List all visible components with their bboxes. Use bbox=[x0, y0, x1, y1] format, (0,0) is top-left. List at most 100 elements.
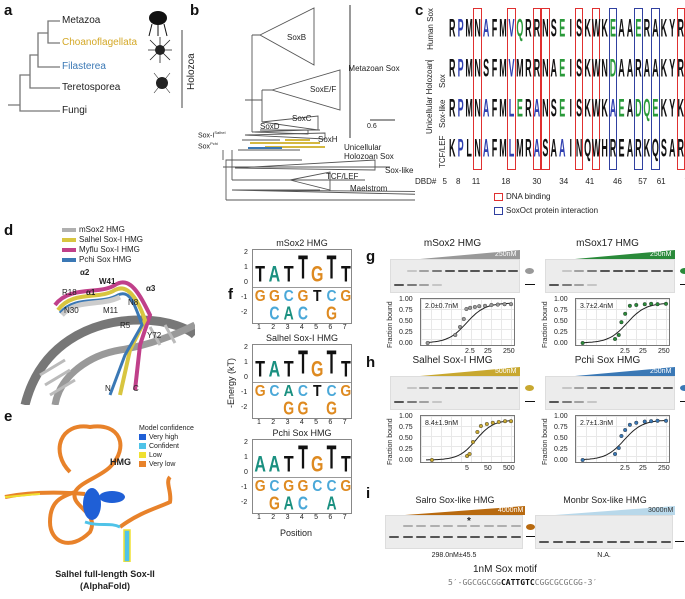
leaf-name: Sox bbox=[198, 143, 211, 151]
residue-letter: N bbox=[601, 54, 608, 82]
residue-letter: V bbox=[508, 54, 515, 82]
jellyfish-tentacles-icon bbox=[148, 23, 168, 37]
free-dna-icon bbox=[675, 541, 684, 542]
bound-band bbox=[406, 270, 417, 272]
leaf-superscript: Salhel bbox=[214, 130, 226, 135]
ytick: -2 bbox=[241, 404, 248, 411]
soxoct-box bbox=[651, 8, 660, 170]
data-point bbox=[649, 301, 654, 306]
logo-base: G bbox=[254, 381, 266, 400]
residue-letter: P bbox=[457, 54, 464, 82]
dna-binding-box bbox=[541, 8, 550, 170]
dna-binding-box bbox=[574, 8, 584, 170]
xtick: 3 bbox=[285, 419, 290, 426]
residue-letter: R bbox=[643, 14, 651, 42]
free-band bbox=[406, 401, 417, 403]
max-concentration: 500nM bbox=[495, 368, 517, 375]
bound-band bbox=[612, 387, 623, 389]
motif-label: 1nM Sox motif bbox=[473, 564, 537, 575]
logo-base: T bbox=[313, 381, 322, 400]
max-concentration: 250nM bbox=[650, 251, 672, 258]
free-dna-icon bbox=[680, 284, 685, 285]
logo-base: C bbox=[326, 381, 337, 400]
residue-letter: E bbox=[618, 94, 625, 122]
logo-base: T bbox=[283, 358, 294, 382]
bound-band bbox=[561, 387, 572, 389]
data-point bbox=[477, 304, 482, 309]
free-band bbox=[432, 284, 443, 286]
residue-m11: M11 bbox=[103, 306, 118, 315]
residue-letter: S bbox=[550, 94, 557, 122]
binding-curve-svg bbox=[426, 419, 513, 463]
logo-base: C bbox=[269, 476, 280, 495]
concentration-gradient bbox=[555, 506, 675, 515]
residue-letter: K bbox=[448, 134, 456, 162]
free-band bbox=[497, 536, 507, 538]
panel-label-h: h bbox=[366, 354, 376, 371]
residue-letter: M bbox=[465, 94, 473, 122]
residue-letter: P bbox=[457, 134, 464, 162]
residue-letter: K bbox=[643, 134, 651, 162]
logo-base: C bbox=[297, 302, 309, 324]
logo-base: C bbox=[269, 302, 280, 324]
bound-band bbox=[457, 270, 468, 272]
residue-letter: M bbox=[499, 134, 507, 162]
residue-letter: N bbox=[542, 54, 549, 82]
logo-base: G bbox=[254, 476, 266, 495]
legend-text: Confident bbox=[149, 443, 179, 450]
logo-base: G bbox=[311, 358, 324, 382]
logo-base: A bbox=[268, 263, 281, 287]
band-marker: * bbox=[467, 516, 471, 527]
ytick: 1 bbox=[244, 454, 248, 461]
residue-y72: Y72 bbox=[147, 331, 162, 340]
legend-very-low: Very low bbox=[139, 460, 194, 469]
data-point bbox=[619, 320, 624, 325]
clade-label-soxc: SoxC bbox=[292, 114, 312, 123]
xtick: 5 bbox=[314, 419, 319, 426]
legend-text: mSox2 HMG bbox=[79, 225, 125, 234]
xtick: 3 bbox=[285, 324, 290, 331]
bound-band bbox=[470, 270, 481, 272]
blue-box-icon bbox=[494, 206, 503, 215]
data-point bbox=[616, 446, 621, 451]
data-point bbox=[484, 421, 489, 426]
clade-label-soxef: SoxE/F bbox=[310, 85, 337, 94]
free-band bbox=[549, 401, 559, 403]
data-point bbox=[623, 311, 628, 316]
residue-letter: S bbox=[576, 14, 583, 42]
bound-band bbox=[587, 387, 598, 389]
residue-letter: A bbox=[618, 14, 625, 42]
dbd-position: 30 bbox=[532, 177, 542, 186]
soxoct-box bbox=[608, 8, 618, 170]
binding-plot: 3.7±2.4nM bbox=[575, 298, 670, 346]
residue-letter: V bbox=[508, 14, 515, 42]
scale-label: 0.6 bbox=[367, 123, 377, 130]
data-point bbox=[616, 333, 621, 338]
residue-letter: R bbox=[533, 14, 541, 42]
xtick: 4 bbox=[299, 419, 304, 426]
dbd-position: 34 bbox=[559, 177, 569, 186]
logo-base: G bbox=[340, 476, 352, 495]
bound-band bbox=[650, 270, 661, 272]
legend-very-high: Very high bbox=[139, 433, 194, 442]
data-point bbox=[495, 302, 500, 307]
bound-dna-icon bbox=[680, 385, 685, 391]
ytick: 2 bbox=[244, 344, 248, 351]
data-point bbox=[627, 422, 632, 427]
residue-letter: D bbox=[609, 54, 617, 82]
f-xlabel: Position bbox=[280, 528, 313, 538]
legend-text: Pchi Sox HMG bbox=[79, 255, 132, 264]
caption-line-1: Salhel full-length Sox-II bbox=[55, 569, 155, 579]
free-band bbox=[394, 284, 404, 286]
ytick: 1 bbox=[244, 359, 248, 366]
panel-label-b: b bbox=[190, 2, 200, 19]
residue-letter: S bbox=[550, 14, 557, 42]
logo-base: G bbox=[340, 286, 352, 305]
data-point bbox=[627, 303, 632, 308]
bound-band bbox=[561, 270, 572, 272]
soxoct-box bbox=[634, 8, 643, 170]
zero-line bbox=[253, 287, 351, 288]
legend-soxoct: SoxOct protein interaction bbox=[494, 205, 598, 216]
logo-base: C bbox=[297, 381, 309, 400]
